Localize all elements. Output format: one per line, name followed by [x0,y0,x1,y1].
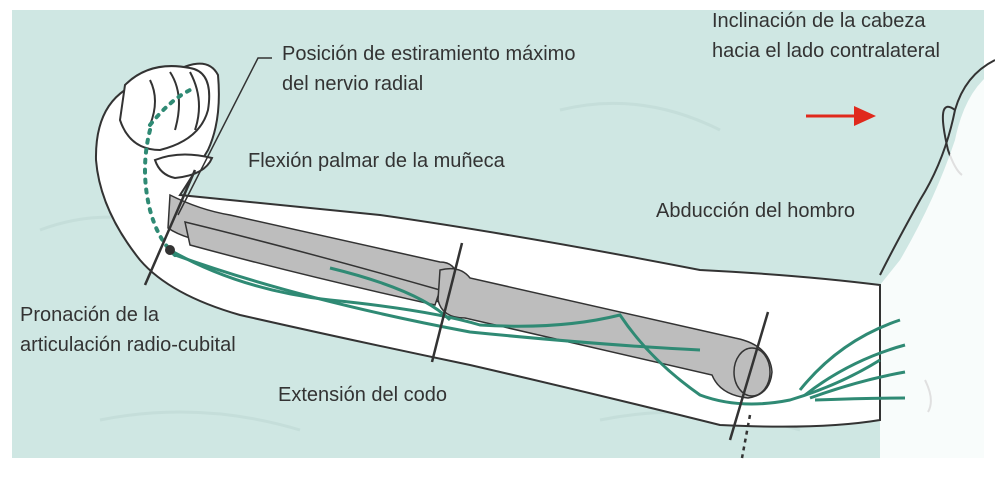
label-wrist-flexion: Flexión palmar de la muñeca [248,146,505,176]
label-pronation: Pronación de la articulación radio-cubit… [20,300,236,360]
label-max-stretch: Posición de estiramiento máximo del nerv… [282,39,575,99]
label-shoulder-abduction: Abducción del hombro [656,196,855,226]
label-pronation-line1: Pronación de la [20,300,236,330]
label-head-tilt-line1: Inclinación de la cabeza [712,6,940,36]
label-max-stretch-line2: del nervio radial [282,69,575,99]
label-head-tilt-line2: hacia el lado contralateral [712,36,940,66]
label-head-tilt: Inclinación de la cabeza hacia el lado c… [712,6,940,66]
nerve-node [165,245,175,255]
label-max-stretch-line1: Posición de estiramiento máximo [282,39,575,69]
label-pronation-line2: articulación radio-cubital [20,330,236,360]
label-elbow-extension: Extensión del codo [278,380,447,410]
